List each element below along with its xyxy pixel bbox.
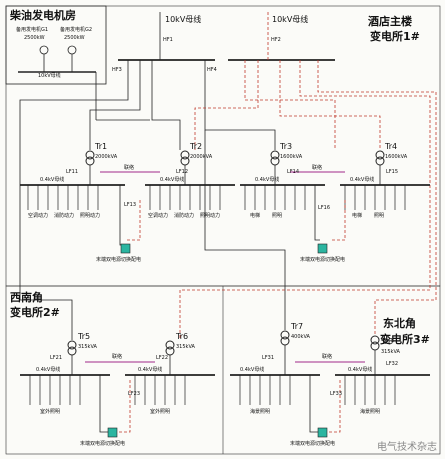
load-3-2: 照明: [272, 213, 283, 219]
tr5-rating: 315kVA: [78, 344, 97, 350]
sw-bus-1-label: 0.4kV母线: [36, 367, 61, 373]
generator-bus-label: 10kV母线: [38, 73, 61, 79]
tr4-rating: 1600kVA: [385, 154, 408, 160]
sw-substation-title-line1: 西南角: [10, 291, 43, 304]
sw-load-1: 室外照明: [40, 409, 61, 415]
transformer-tr5-symbol: [67, 340, 77, 356]
tr3-name: Tr3: [280, 142, 293, 151]
generator-g2-label: 备用发电机G2: [60, 27, 93, 33]
generator-g1-label: 备用发电机G1: [16, 27, 49, 33]
switch-box-2-label: 末端双电源切换配电: [300, 257, 346, 263]
main-substation-title-line2: 变电所1#: [370, 30, 420, 43]
tr7-rating: 400kVA: [291, 334, 310, 340]
tr6-rating: 315kVA: [176, 344, 195, 350]
switch-box-1-label: 末端双电源切换配电: [96, 257, 142, 263]
load-4-1: 电梯: [352, 213, 363, 219]
sw-load-2: 室外照明: [150, 409, 171, 415]
sw-tie-label: 联络: [112, 354, 123, 360]
breaker-lf31: LF31: [262, 355, 275, 361]
tr2-rating: 2000kVA: [190, 154, 213, 160]
tie-label-2: 联络: [312, 165, 323, 171]
transformer-tr2-symbol: [180, 150, 190, 166]
hv-bus-2-label: 10kV母线: [272, 15, 309, 24]
lv-bus-4-label: 0.4kV母线: [350, 177, 375, 183]
tr6-name: Tr6: [176, 332, 189, 341]
ne-substation-title-line1: 东北角: [383, 317, 416, 330]
breaker-lf32: LF32: [386, 361, 399, 367]
breaker-lf13: LF13: [124, 202, 137, 208]
lv-bus-2-label: 0.4kV母线: [160, 177, 185, 183]
breaker-lf15: LF15: [386, 169, 399, 175]
tr7-name: Tr7: [291, 322, 304, 331]
breaker-lf12: LF12: [176, 169, 189, 175]
lv-bus-3-label: 0.4kV母线: [255, 177, 280, 183]
sw-substation-title-line2: 变电所2#: [10, 306, 60, 319]
ne-substation-title-line2: 变电所3#: [380, 333, 430, 346]
feeder-hf1-label: HF1: [163, 37, 173, 43]
breaker-lf11: LF11: [66, 169, 79, 175]
tr8-rating: 315kVA: [381, 349, 400, 355]
load-1-1: 空调动力: [28, 213, 49, 219]
feeder-hf2-label: HF2: [271, 37, 281, 43]
tr5-name: Tr5: [78, 332, 91, 341]
load-2-3: 照明动力: [200, 213, 221, 219]
load-2-1: 空调动力: [148, 213, 169, 219]
generator-room-title: 柴油发电机房: [10, 9, 76, 22]
sw-bus-2-label: 0.4kV母线: [138, 367, 163, 373]
breaker-lf23: LF23: [128, 391, 141, 397]
generator-g1-rating: 2500kW: [24, 35, 45, 41]
breaker-lf21: LF21: [50, 355, 63, 361]
generator-g1-symbol: [39, 45, 49, 55]
tr8-name: Tr8: [381, 337, 394, 346]
tr3-rating: 1600kVA: [280, 154, 303, 160]
ne-load-2: 海景照明: [360, 409, 381, 415]
tr4-name: Tr4: [385, 142, 398, 151]
load-2-2: 消防动力: [174, 213, 195, 219]
breaker-lf16: LF16: [318, 205, 331, 211]
tr2-name: Tr2: [190, 142, 203, 151]
ne-bus-2-label: 0.4kV母线: [348, 367, 373, 373]
transformer-tr4-symbol: [375, 150, 385, 166]
tr1-rating: 2000kVA: [95, 154, 118, 160]
generator-g2-symbol: [67, 45, 77, 55]
transformer-tr8-symbol: [370, 335, 380, 351]
switch-box-3-label: 末端双电源切换配电: [80, 441, 126, 447]
switch-box-2-symbol: [317, 243, 328, 254]
tie-label-1: 联络: [124, 165, 135, 171]
transformer-tr6-symbol: [165, 340, 175, 356]
hv-bus-1-label: 10kV母线: [165, 15, 202, 24]
transformer-tr3-symbol: [270, 150, 280, 166]
main-substation-title-line1: 酒店主楼: [368, 15, 412, 28]
breaker-lf33: LF33: [330, 391, 343, 397]
feeder-hf3-label: HF3: [112, 67, 122, 73]
switch-box-4-symbol: [317, 427, 328, 438]
ne-load-1: 海景照明: [250, 409, 271, 415]
feeder-hf4-label: HF4: [207, 67, 217, 73]
generator-g2-rating: 2500kW: [64, 35, 85, 41]
transformer-tr1-symbol: [85, 150, 95, 166]
switch-box-4-label: 末端双电源切换配电: [290, 441, 336, 447]
watermark: 电气技术杂志: [377, 442, 437, 453]
load-4-2: 照明: [374, 213, 385, 219]
tr1-name: Tr1: [95, 142, 108, 151]
ne-bus-1-label: 0.4kV母线: [240, 367, 265, 373]
ne-tie-label: 联络: [322, 354, 333, 360]
load-3-1: 电梯: [250, 213, 261, 219]
load-1-3: 照明动力: [80, 213, 101, 219]
load-1-2: 消防动力: [54, 213, 75, 219]
switch-box-3-symbol: [107, 427, 118, 438]
breaker-lf14: LF14: [287, 169, 300, 175]
transformer-tr7-symbol: [280, 330, 290, 346]
main-frame: [5, 5, 441, 287]
lv-bus-1-label: 0.4kV母线: [40, 177, 65, 183]
switch-box-1-symbol: [120, 243, 131, 254]
breaker-lf22: LF22: [156, 355, 169, 361]
